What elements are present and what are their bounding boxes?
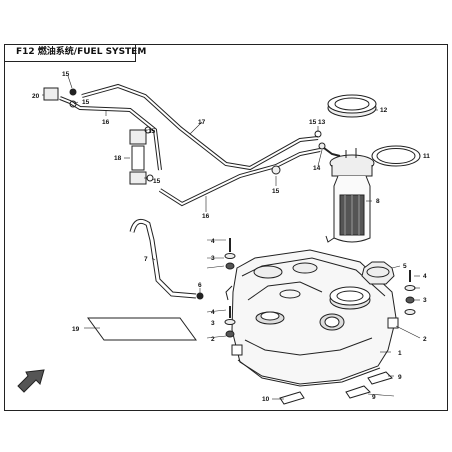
- callout-15b: 15: [62, 71, 70, 78]
- callout-3c: 3: [423, 297, 427, 304]
- lock-ring-part: [327, 94, 377, 118]
- diagram-title: F12 燃油系统/FUEL SYSTEM: [4, 44, 146, 62]
- bolt-group-left: [224, 238, 236, 338]
- callout-18: 18: [114, 155, 122, 162]
- callout-8: 8: [376, 198, 380, 205]
- callout-15f: 15: [272, 188, 280, 195]
- rubber-pad-part: [367, 371, 393, 385]
- clamp-part: [69, 88, 77, 96]
- callout-10: 10: [262, 396, 270, 403]
- callout-4b: 4: [211, 309, 215, 316]
- callout-2b: 2: [423, 336, 427, 343]
- bolt-group-right: [404, 270, 416, 315]
- callout-11: 11: [423, 153, 430, 160]
- callout-7: 7: [144, 256, 148, 263]
- fuel-cap-part: [361, 261, 395, 285]
- direction-arrow-icon: [17, 369, 45, 393]
- callout-6: 6: [198, 282, 202, 289]
- callout-14: 14: [313, 165, 321, 172]
- callout-labels: 1 2 2 3 3 3 4 4 4 5 6 7 8 9 9 10 11 12 1…: [32, 71, 430, 403]
- callout-16: 16: [102, 119, 110, 126]
- callout-5: 5: [403, 263, 407, 270]
- tank-sender-plate: [255, 311, 285, 325]
- callout-15c: 15: [82, 99, 90, 106]
- filler-neck-part: [319, 286, 371, 331]
- callout-13: 13: [318, 119, 326, 126]
- callout-19: 19: [72, 326, 80, 333]
- callout-1: 1: [398, 350, 402, 357]
- fuel-pump-part: [325, 148, 375, 243]
- diagram-frame: [4, 44, 448, 411]
- callout-4c: 4: [423, 273, 427, 280]
- fuel-filter-part: [129, 129, 147, 185]
- callout-9: 9: [398, 374, 402, 381]
- seal-ring-part: [371, 145, 421, 167]
- heat-pad-part: [87, 317, 197, 341]
- callout-15: 15: [309, 119, 317, 126]
- fitting-part: [43, 87, 59, 101]
- callout-20: 20: [32, 93, 40, 100]
- callout-15d: 15: [148, 128, 156, 135]
- callout-4: 4: [211, 238, 215, 245]
- fuel-tank-part: [225, 249, 399, 387]
- callout-17: 17: [198, 119, 206, 126]
- callout-9b: 9: [372, 394, 376, 401]
- callout-16b: 16: [202, 213, 210, 220]
- callout-15e: 15: [153, 178, 161, 185]
- callout-3b: 3: [211, 320, 215, 327]
- callout-2: 2: [211, 336, 215, 343]
- leader-lines: [42, 75, 421, 400]
- callout-12: 12: [380, 107, 388, 114]
- callout-3: 3: [211, 255, 215, 262]
